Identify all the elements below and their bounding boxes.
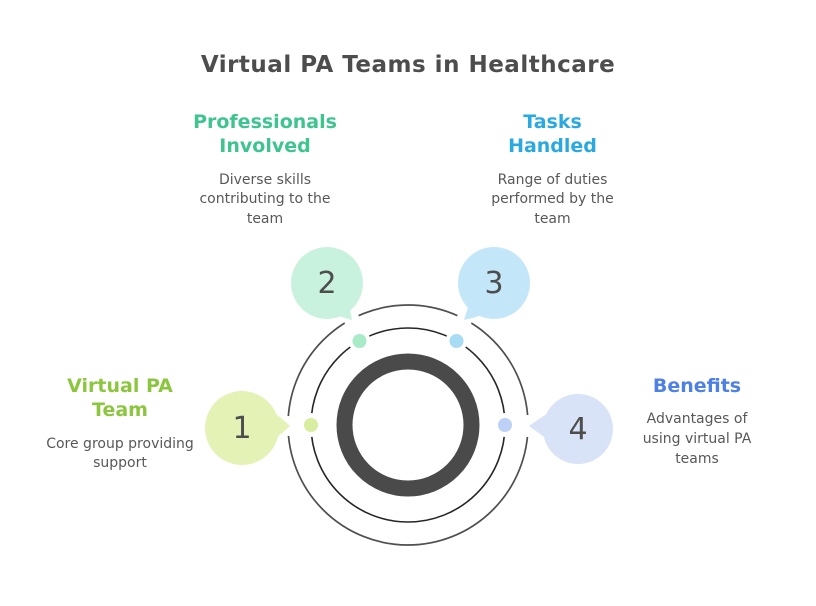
node-2-anchor-dot	[352, 334, 367, 348]
node-3-description: Range of duties performed by the team	[491, 171, 614, 227]
node-4-text-block: Benefits Advantages of using virtual PA …	[606, 374, 788, 469]
node-2-bubble	[291, 247, 363, 319]
node-4-anchor-dot	[498, 418, 512, 432]
node-3-anchor-dot	[449, 334, 464, 348]
node-3-bubble	[458, 247, 530, 319]
node-1-description: Core group providing support	[46, 435, 194, 472]
node-2-heading: Professionals Involved	[193, 111, 337, 158]
page-title: Virtual PA Teams in Healthcare	[200, 52, 616, 78]
node-3-text-block: Tasks Handled Range of duties performed …	[460, 110, 645, 229]
node-2-text-block: Professionals Involved Diverse skills co…	[170, 110, 360, 229]
node-2-description: Diverse skills contributing to the team	[199, 171, 331, 227]
node-1-anchor-dot	[304, 418, 318, 432]
node-1-heading: Virtual PA Team	[67, 375, 173, 422]
center-ring	[336, 353, 480, 497]
node-1-bubble	[205, 391, 279, 465]
node-1-text-block: Virtual PA Team Core group providing sup…	[30, 374, 210, 474]
node-4-heading: Benefits	[652, 375, 742, 397]
outer-circle	[287, 304, 529, 546]
node-4-number: 4	[568, 411, 588, 447]
node-1-number: 1	[232, 410, 252, 446]
node-3-number: 3	[484, 265, 504, 301]
node-4-bubble	[543, 394, 613, 464]
node-3-heading: Tasks Handled	[508, 111, 597, 158]
outer-circle-gap-right	[517, 415, 539, 437]
node-4-description: Advantages of using virtual PA teams	[642, 411, 752, 467]
node-2-number: 2	[317, 265, 337, 301]
